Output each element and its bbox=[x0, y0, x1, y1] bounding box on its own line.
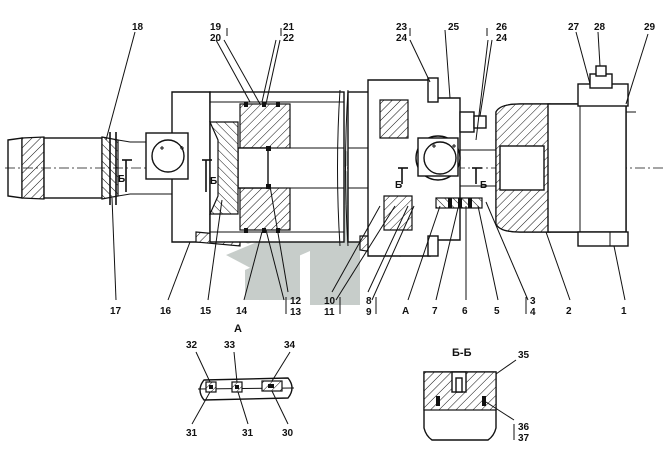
section-mark-b-3: Б bbox=[395, 180, 402, 191]
front-head bbox=[367, 77, 487, 257]
callout-2: 2 bbox=[566, 306, 572, 317]
callout-11: 11 bbox=[324, 307, 335, 318]
callout-32: 32 bbox=[186, 340, 198, 351]
section-marker-left-inner: Б bbox=[202, 159, 217, 192]
callout-1: 1 bbox=[621, 306, 627, 317]
callout-28: 28 bbox=[594, 22, 606, 33]
callout-16: 16 bbox=[160, 306, 172, 317]
callout-10: 10 bbox=[324, 296, 336, 307]
section-mark-b-2: Б bbox=[210, 176, 217, 187]
callout-26: 26 bbox=[496, 22, 508, 33]
callout-17: 17 bbox=[110, 306, 122, 317]
callout-18: 18 bbox=[132, 22, 144, 33]
callout-35: 35 bbox=[518, 350, 530, 361]
callout-37: 37 bbox=[518, 433, 530, 444]
callout-22: 22 bbox=[283, 33, 295, 44]
section-marker-left: Б bbox=[118, 159, 132, 192]
callout-31-b: 31 bbox=[242, 428, 254, 439]
callout-13: 13 bbox=[290, 307, 302, 318]
right-clevis bbox=[495, 65, 636, 247]
rear-cap bbox=[145, 91, 241, 247]
callout-3: 3 bbox=[530, 296, 536, 307]
callout-12: 12 bbox=[290, 296, 302, 307]
callout-6: 6 bbox=[462, 306, 468, 317]
detail-view-a: А 32 33 34 31 31 30 bbox=[186, 323, 296, 439]
section-b-b: Б-Б 35 36 37 bbox=[423, 347, 530, 444]
callout-20: 20 bbox=[210, 33, 222, 44]
section-mark-b-4: Б bbox=[480, 180, 487, 191]
leader-lines bbox=[105, 28, 649, 440]
callout-27: 27 bbox=[568, 22, 580, 33]
main-assembly-view: Б Б Б Б bbox=[5, 65, 665, 257]
section-bb-title: Б-Б bbox=[452, 347, 472, 359]
callout-a: А bbox=[402, 306, 409, 317]
piston bbox=[209, 102, 291, 233]
callout-21: 21 bbox=[283, 22, 295, 33]
callout-24-a: 24 bbox=[396, 33, 408, 44]
callout-8: 8 bbox=[366, 296, 372, 307]
callout-25: 25 bbox=[448, 22, 460, 33]
callout-34: 34 bbox=[284, 340, 296, 351]
view-a-title: А bbox=[234, 323, 242, 335]
callout-23: 23 bbox=[396, 22, 408, 33]
section-mark-b-1: Б bbox=[118, 174, 125, 185]
callout-24-b: 24 bbox=[496, 33, 508, 44]
callout-7: 7 bbox=[432, 306, 438, 317]
callout-9: 9 bbox=[366, 307, 372, 318]
callout-4: 4 bbox=[530, 307, 536, 318]
callout-19: 19 bbox=[210, 22, 222, 33]
section-marker-right-2: Б bbox=[472, 167, 487, 191]
callout-30: 30 bbox=[282, 428, 294, 439]
callout-15: 15 bbox=[200, 306, 212, 317]
left-rod-eye bbox=[7, 132, 131, 205]
callout-29: 29 bbox=[644, 22, 656, 33]
callout-14: 14 bbox=[236, 306, 248, 317]
callout-labels: 18 19 20 21 22 23 24 25 26 24 27 28 29 1… bbox=[110, 22, 656, 318]
callout-36: 36 bbox=[518, 422, 530, 433]
section-marker-right-1: Б bbox=[395, 167, 408, 191]
callout-5: 5 bbox=[494, 306, 500, 317]
callout-33: 33 bbox=[224, 340, 236, 351]
callout-31-a: 31 bbox=[186, 428, 198, 439]
